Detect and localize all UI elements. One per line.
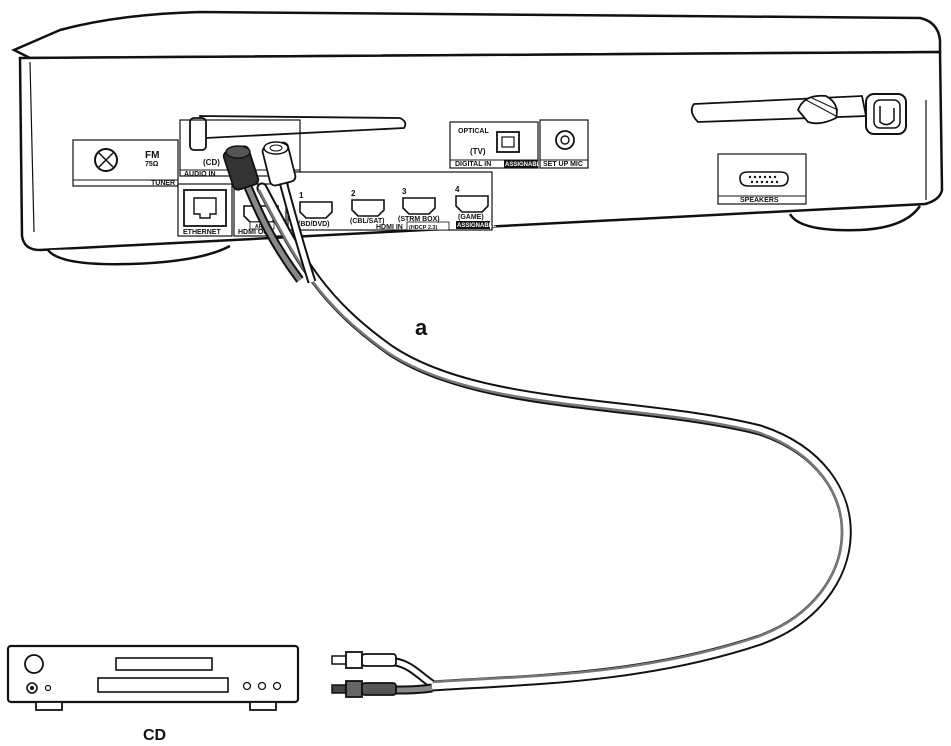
svg-text:1: 1 — [299, 191, 304, 200]
svg-text:(GAME): (GAME) — [458, 214, 484, 221]
tuner-label: TUNER — [151, 180, 175, 187]
svg-text:(CBL/SAT): (CBL/SAT) — [350, 218, 384, 225]
svg-text:4: 4 — [455, 185, 460, 194]
cd-button-1[interactable] — [242, 681, 252, 691]
digital-assignable-badge: ASSIGNABLE — [505, 162, 544, 168]
ethernet-section: ETHERNET — [177, 183, 233, 237]
cd-device-label: CD — [143, 727, 166, 744]
fm-label: FM — [145, 150, 159, 161]
arc-label: ARC — [255, 224, 266, 230]
cd-button-2[interactable] — [257, 681, 267, 691]
setup-mic-section: SET UP MIC — [539, 119, 589, 169]
speakers-label: SPEAKERS — [740, 197, 779, 204]
cd-disc-tray[interactable] — [115, 657, 213, 671]
hdcp-badge: (HDCP 2.3) — [409, 225, 437, 231]
fm-impedance-label: 75Ω — [145, 161, 159, 168]
tuner-section: FM 75Ω TUNER — [72, 139, 179, 187]
hdmi-in-label: HDMI IN — [376, 224, 403, 231]
digital-in-label: DIGITAL IN — [455, 161, 491, 168]
cd-player — [6, 644, 300, 711]
speaker-terminal[interactable] — [739, 171, 789, 187]
ethernet-label: ETHERNET — [183, 229, 221, 236]
cd-display — [97, 677, 229, 693]
svg-text:2: 2 — [351, 189, 356, 198]
svg-text:(BD/DVD): (BD/DVD) — [298, 221, 330, 228]
cd-power-knob[interactable] — [24, 654, 44, 674]
speakers-section: SPEAKERS — [717, 153, 807, 205]
audio-in-cd-label: (CD) — [203, 158, 220, 167]
power-inlet — [865, 93, 907, 135]
cd-button-3[interactable] — [272, 681, 282, 691]
rca-plug-red-receiver — [222, 145, 260, 191]
rca-plug-white-receiver — [261, 141, 297, 187]
svg-text:3: 3 — [402, 187, 407, 196]
rca-plug-red-cd — [331, 680, 397, 698]
hdmi-out-label: HDMI OUT — [238, 229, 273, 236]
cable-label-a: a — [415, 315, 428, 340]
rca-plug-white-cd — [331, 651, 397, 669]
hdmi-in-section: 1 (BD/DVD) 2 (CBL/SAT) 3 (STRM BOX) 4 (G… — [287, 171, 496, 231]
rca-cable — [240, 176, 852, 695]
digital-in-tv-label: (TV) — [470, 147, 486, 156]
digital-in-section: OPTICAL (TV) DIGITAL IN ASSIGNABLE — [449, 121, 544, 169]
hdmi-in-port-3[interactable]: 3 (STRM BOX) — [398, 187, 440, 223]
antenna-left — [189, 115, 407, 151]
antenna-right — [690, 94, 868, 125]
hdmi-assignable-badge: ASSIGNABLE — [457, 223, 496, 229]
setup-mic-label: SET UP MIC — [543, 161, 583, 168]
hdmi-in-port-4[interactable]: 4 (GAME) — [455, 185, 489, 221]
optical-label: OPTICAL — [458, 128, 489, 135]
audio-in-label: AUDIO IN — [184, 171, 216, 178]
hdmi-in-port-2[interactable]: 2 (CBL/SAT) — [350, 189, 385, 225]
hdmi-in-port-1[interactable]: 1 (BD/DVD) — [298, 191, 333, 228]
svg-text:(STRM BOX): (STRM BOX) — [398, 216, 440, 223]
